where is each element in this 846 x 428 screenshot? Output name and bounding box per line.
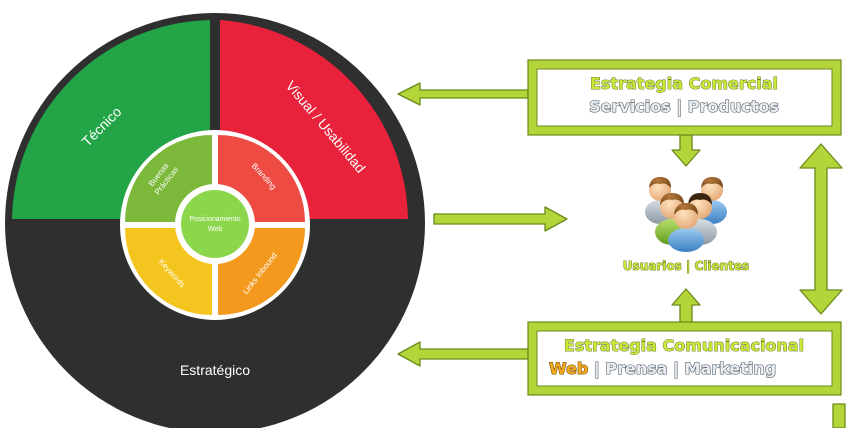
communication-box-title: Estrategia Comunicacional xyxy=(564,336,804,355)
arrow-bidirectional-vertical xyxy=(799,143,843,315)
users-label: Usuarios | Clientes xyxy=(623,259,749,273)
strategy-wheel: Técnico Visual / Usabilidad Estratégico … xyxy=(5,13,425,428)
label-estrategico: Estratégico xyxy=(180,362,250,378)
arrow-partial-bottom-right xyxy=(832,403,846,428)
commercial-box-inner xyxy=(536,68,833,127)
wheel-divider-vertical xyxy=(210,14,220,229)
label-web: Web xyxy=(208,226,222,233)
arrows xyxy=(397,82,846,428)
commercial-box-title: Estrategia Comercial xyxy=(590,74,778,93)
label-posicionamiento: Posicionamiento xyxy=(189,216,240,223)
communication-box-inner xyxy=(536,330,833,387)
communication-box-subtitle: Web | Prensa | Marketing xyxy=(549,359,776,379)
arrow-commercial-to-users xyxy=(671,134,701,167)
commercial-strategy-box: Estrategia Comercial Servicios | Product… xyxy=(527,59,842,136)
arrow-commercial-to-wheel xyxy=(397,82,529,106)
arrow-communication-to-wheel xyxy=(397,341,529,367)
arrow-communication-to-users xyxy=(671,288,701,323)
commercial-box-subtitle: Servicios | Productos xyxy=(589,97,779,117)
users-group-icon xyxy=(645,177,727,252)
center-posicionamiento xyxy=(181,190,249,258)
subtitle-web: Web xyxy=(549,359,588,378)
communication-strategy-box: Estrategia Comunicacional Web | Prensa |… xyxy=(527,321,842,396)
arrow-wheel-to-users xyxy=(433,206,568,232)
subtitle-rest: | Prensa | Marketing xyxy=(588,359,776,379)
